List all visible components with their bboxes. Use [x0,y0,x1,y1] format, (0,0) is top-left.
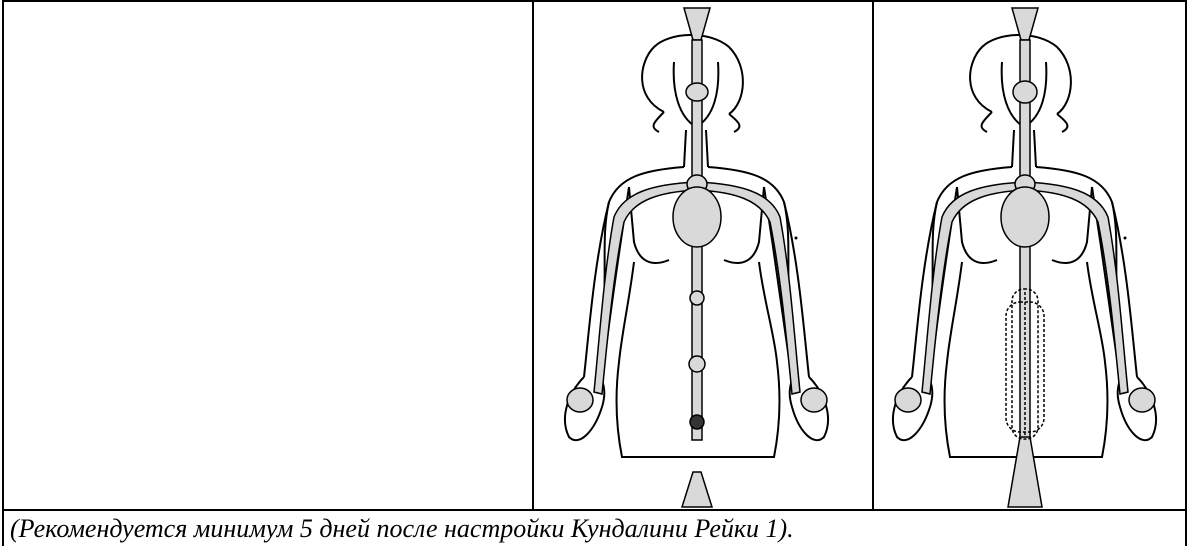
figure-body-channels [534,2,872,509]
table-border-right [1185,0,1187,546]
figure-body-channels-highlighted [874,2,1185,509]
empty-cell [4,2,532,509]
body-channels-illustration [534,2,872,509]
table-row-divider [2,509,1187,511]
body-channels-highlighted-illustration [874,2,1185,509]
figure-caption: (Рекомендуется минимум 5 дней после наст… [10,513,794,545]
